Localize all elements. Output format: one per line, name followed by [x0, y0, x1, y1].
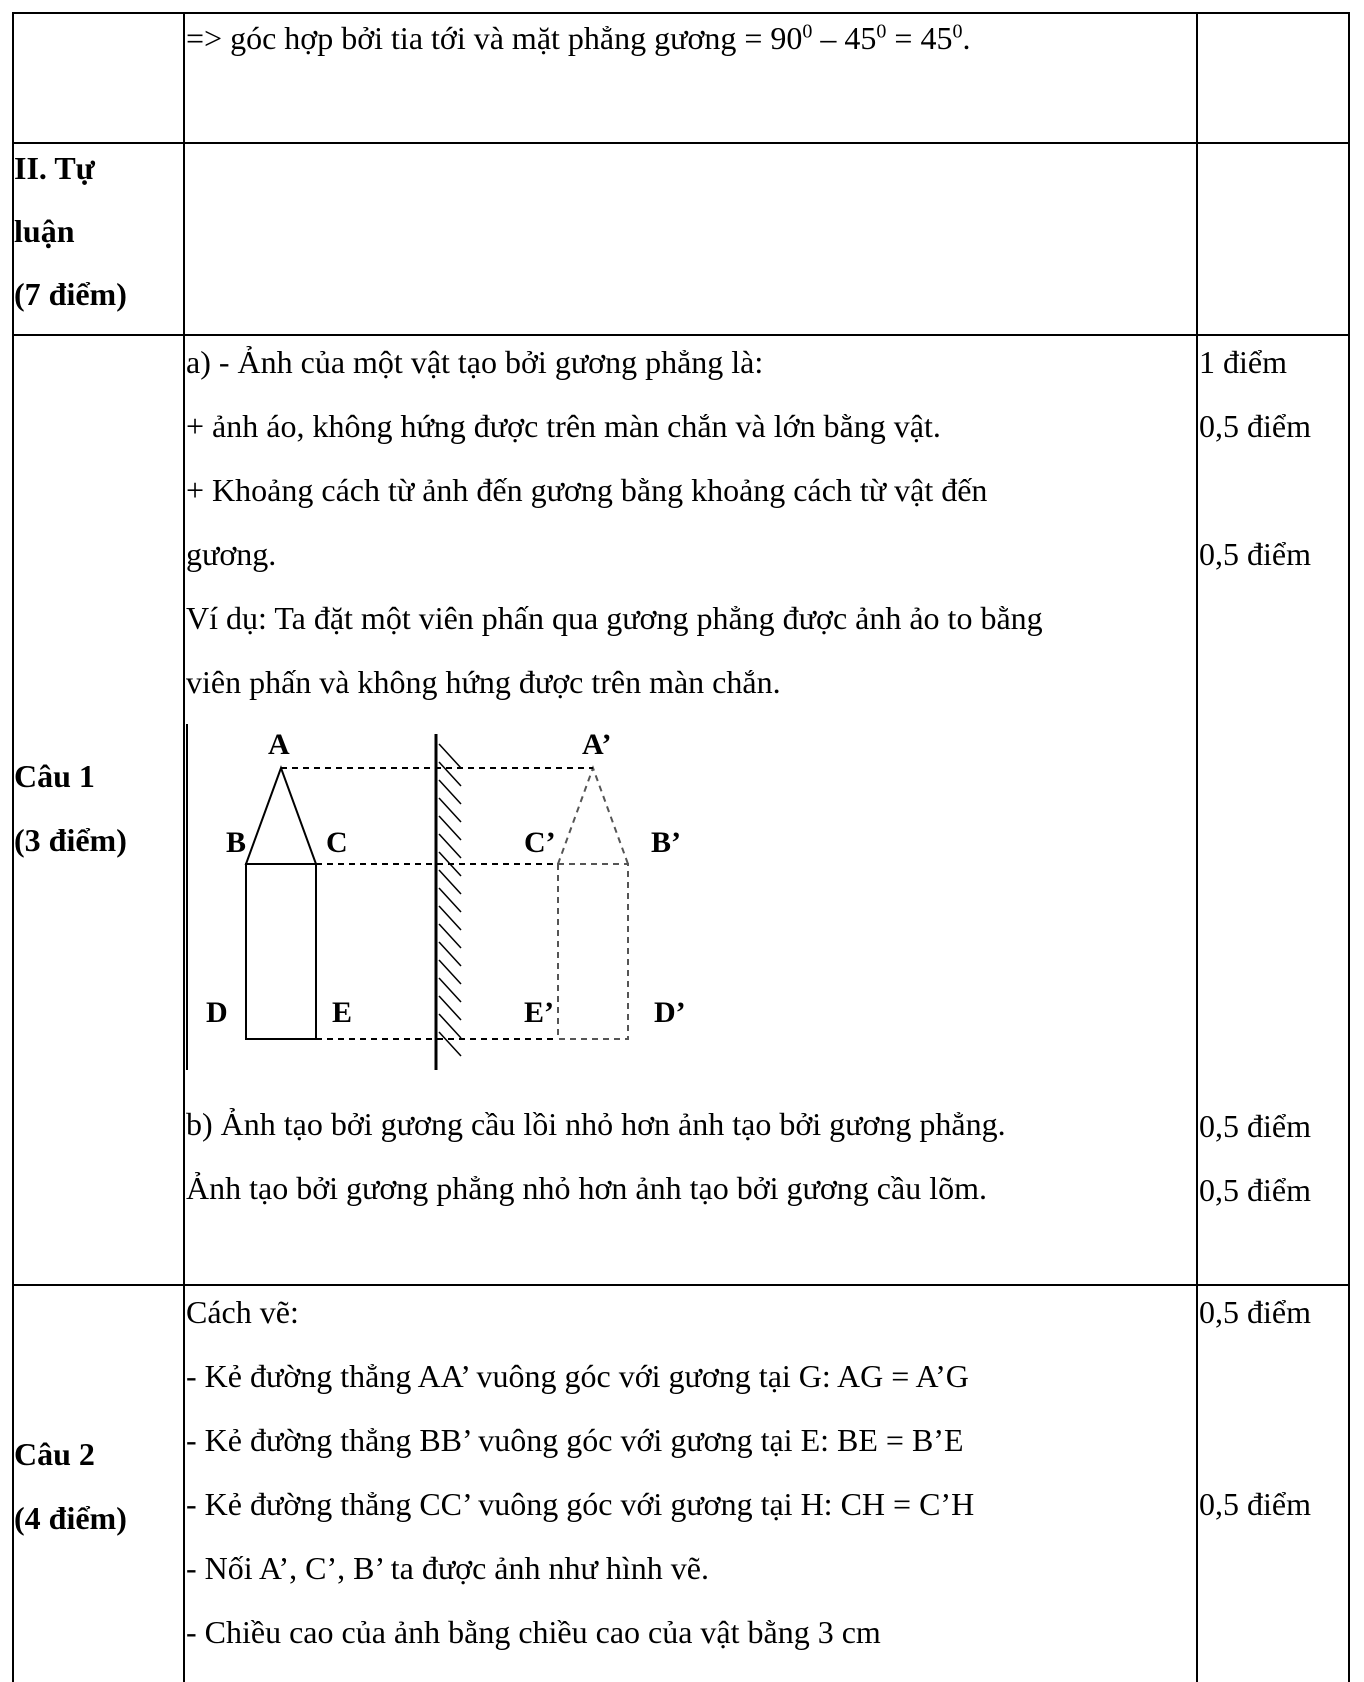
cau1-label: Câu 1 [14, 758, 95, 794]
table-column-divider-2 [1196, 12, 1198, 1682]
angle-text-end: . [962, 20, 971, 56]
label-D-prime: D’ [654, 996, 686, 1029]
table-border-top [12, 12, 1350, 14]
label-E-prime: E’ [524, 996, 554, 1029]
label-A: A [268, 728, 290, 761]
projection-lines [281, 767, 593, 1040]
cau2-score-2: 0,5 điểm [1199, 1486, 1311, 1522]
section-heading-line2: luận [14, 213, 75, 249]
section-heading-line3: (7 điểm) [14, 276, 127, 312]
angle-text-1: => góc hợp bởi tia tới và mặt phẳng gươn… [186, 20, 803, 56]
cau1-points: (3 điểm) [14, 822, 127, 858]
cau2-line-4: - Nối A’, C’, B’ ta được ảnh như hình vẽ… [186, 1550, 709, 1586]
cau1-line-b1: b) Ảnh tạo bởi gương cầu lồi nhỏ hơn ảnh… [186, 1106, 1006, 1142]
cau1-score-2: 0,5 điểm [1199, 408, 1311, 444]
cau1-line-b2: Ảnh tạo bởi gương phẳng nhỏ hơn ảnh tạo … [186, 1170, 987, 1206]
mirror-image-diagram: A B C D E A’ B’ C’ D’ E’ [186, 724, 706, 1079]
cau2-score-1: 0,5 điểm [1199, 1294, 1311, 1330]
cau2-points: (4 điểm) [14, 1500, 127, 1536]
cau2-line-2: - Kẻ đường thẳng BB’ vuông góc với gương… [186, 1422, 964, 1458]
cau2-line-1: - Kẻ đường thẳng AA’ vuông góc với gương… [186, 1358, 969, 1394]
table-row-divider-3 [12, 1284, 1350, 1286]
cau2-label: Câu 2 [14, 1436, 95, 1472]
table-border-right [1348, 12, 1350, 1682]
angle-conclusion-line: => góc hợp bởi tia tới và mặt phẳng gươn… [186, 20, 970, 56]
degree-sup-3: 0 [952, 20, 963, 43]
angle-text-2: – 45 [812, 20, 877, 56]
cau1-line-1: + ảnh áo, không hứng được trên màn chắn … [186, 408, 941, 444]
cau1-line-a: a) - Ảnh của một vật tạo bởi gương phẳng… [186, 344, 764, 380]
cau1-example-1: Ví dụ: Ta đặt một viên phấn qua gương ph… [186, 600, 1043, 636]
label-D: D [206, 996, 228, 1029]
degree-sup-1: 0 [802, 20, 813, 43]
cau2-line-0: Cách vẽ: [186, 1294, 299, 1330]
table-row-divider-2 [12, 334, 1350, 336]
cau1-example-2: viên phấn và không hứng được trên màn ch… [186, 664, 781, 700]
cau1-score-5: 0,5 điểm [1199, 1172, 1311, 1208]
cau1-score-1: 1 điểm [1199, 344, 1287, 380]
angle-text-3: = 45 [886, 20, 953, 56]
label-C-prime: C’ [524, 826, 556, 859]
object-body [245, 863, 317, 1040]
label-E: E [332, 996, 352, 1029]
cau1-score-4: 0,5 điểm [1199, 1108, 1311, 1144]
cau2-line-3: - Kẻ đường thẳng CC’ vuông góc với gương… [186, 1486, 975, 1522]
cau1-score-3: 0,5 điểm [1199, 536, 1311, 572]
section-heading-line1: II. Tự [14, 150, 95, 186]
mirror-hatching [438, 743, 462, 1057]
label-B-prime: B’ [651, 826, 681, 859]
table-column-divider-1 [183, 12, 185, 1682]
cau1-line-2: + Khoảng cách từ ảnh đến gương bằng khoả… [186, 472, 988, 508]
virtual-image [557, 765, 629, 1040]
cau2-line-5: - Chiều cao của ảnh bằng chiều cao của v… [186, 1614, 881, 1650]
cau1-line-3: gương. [186, 536, 277, 572]
label-A-prime: A’ [582, 728, 611, 761]
label-B: B [226, 826, 246, 859]
table-row-divider-1 [12, 142, 1350, 144]
object-roof [244, 765, 318, 865]
label-C: C [326, 826, 348, 859]
table-border-left [12, 12, 14, 1682]
degree-sup-2: 0 [876, 20, 887, 43]
